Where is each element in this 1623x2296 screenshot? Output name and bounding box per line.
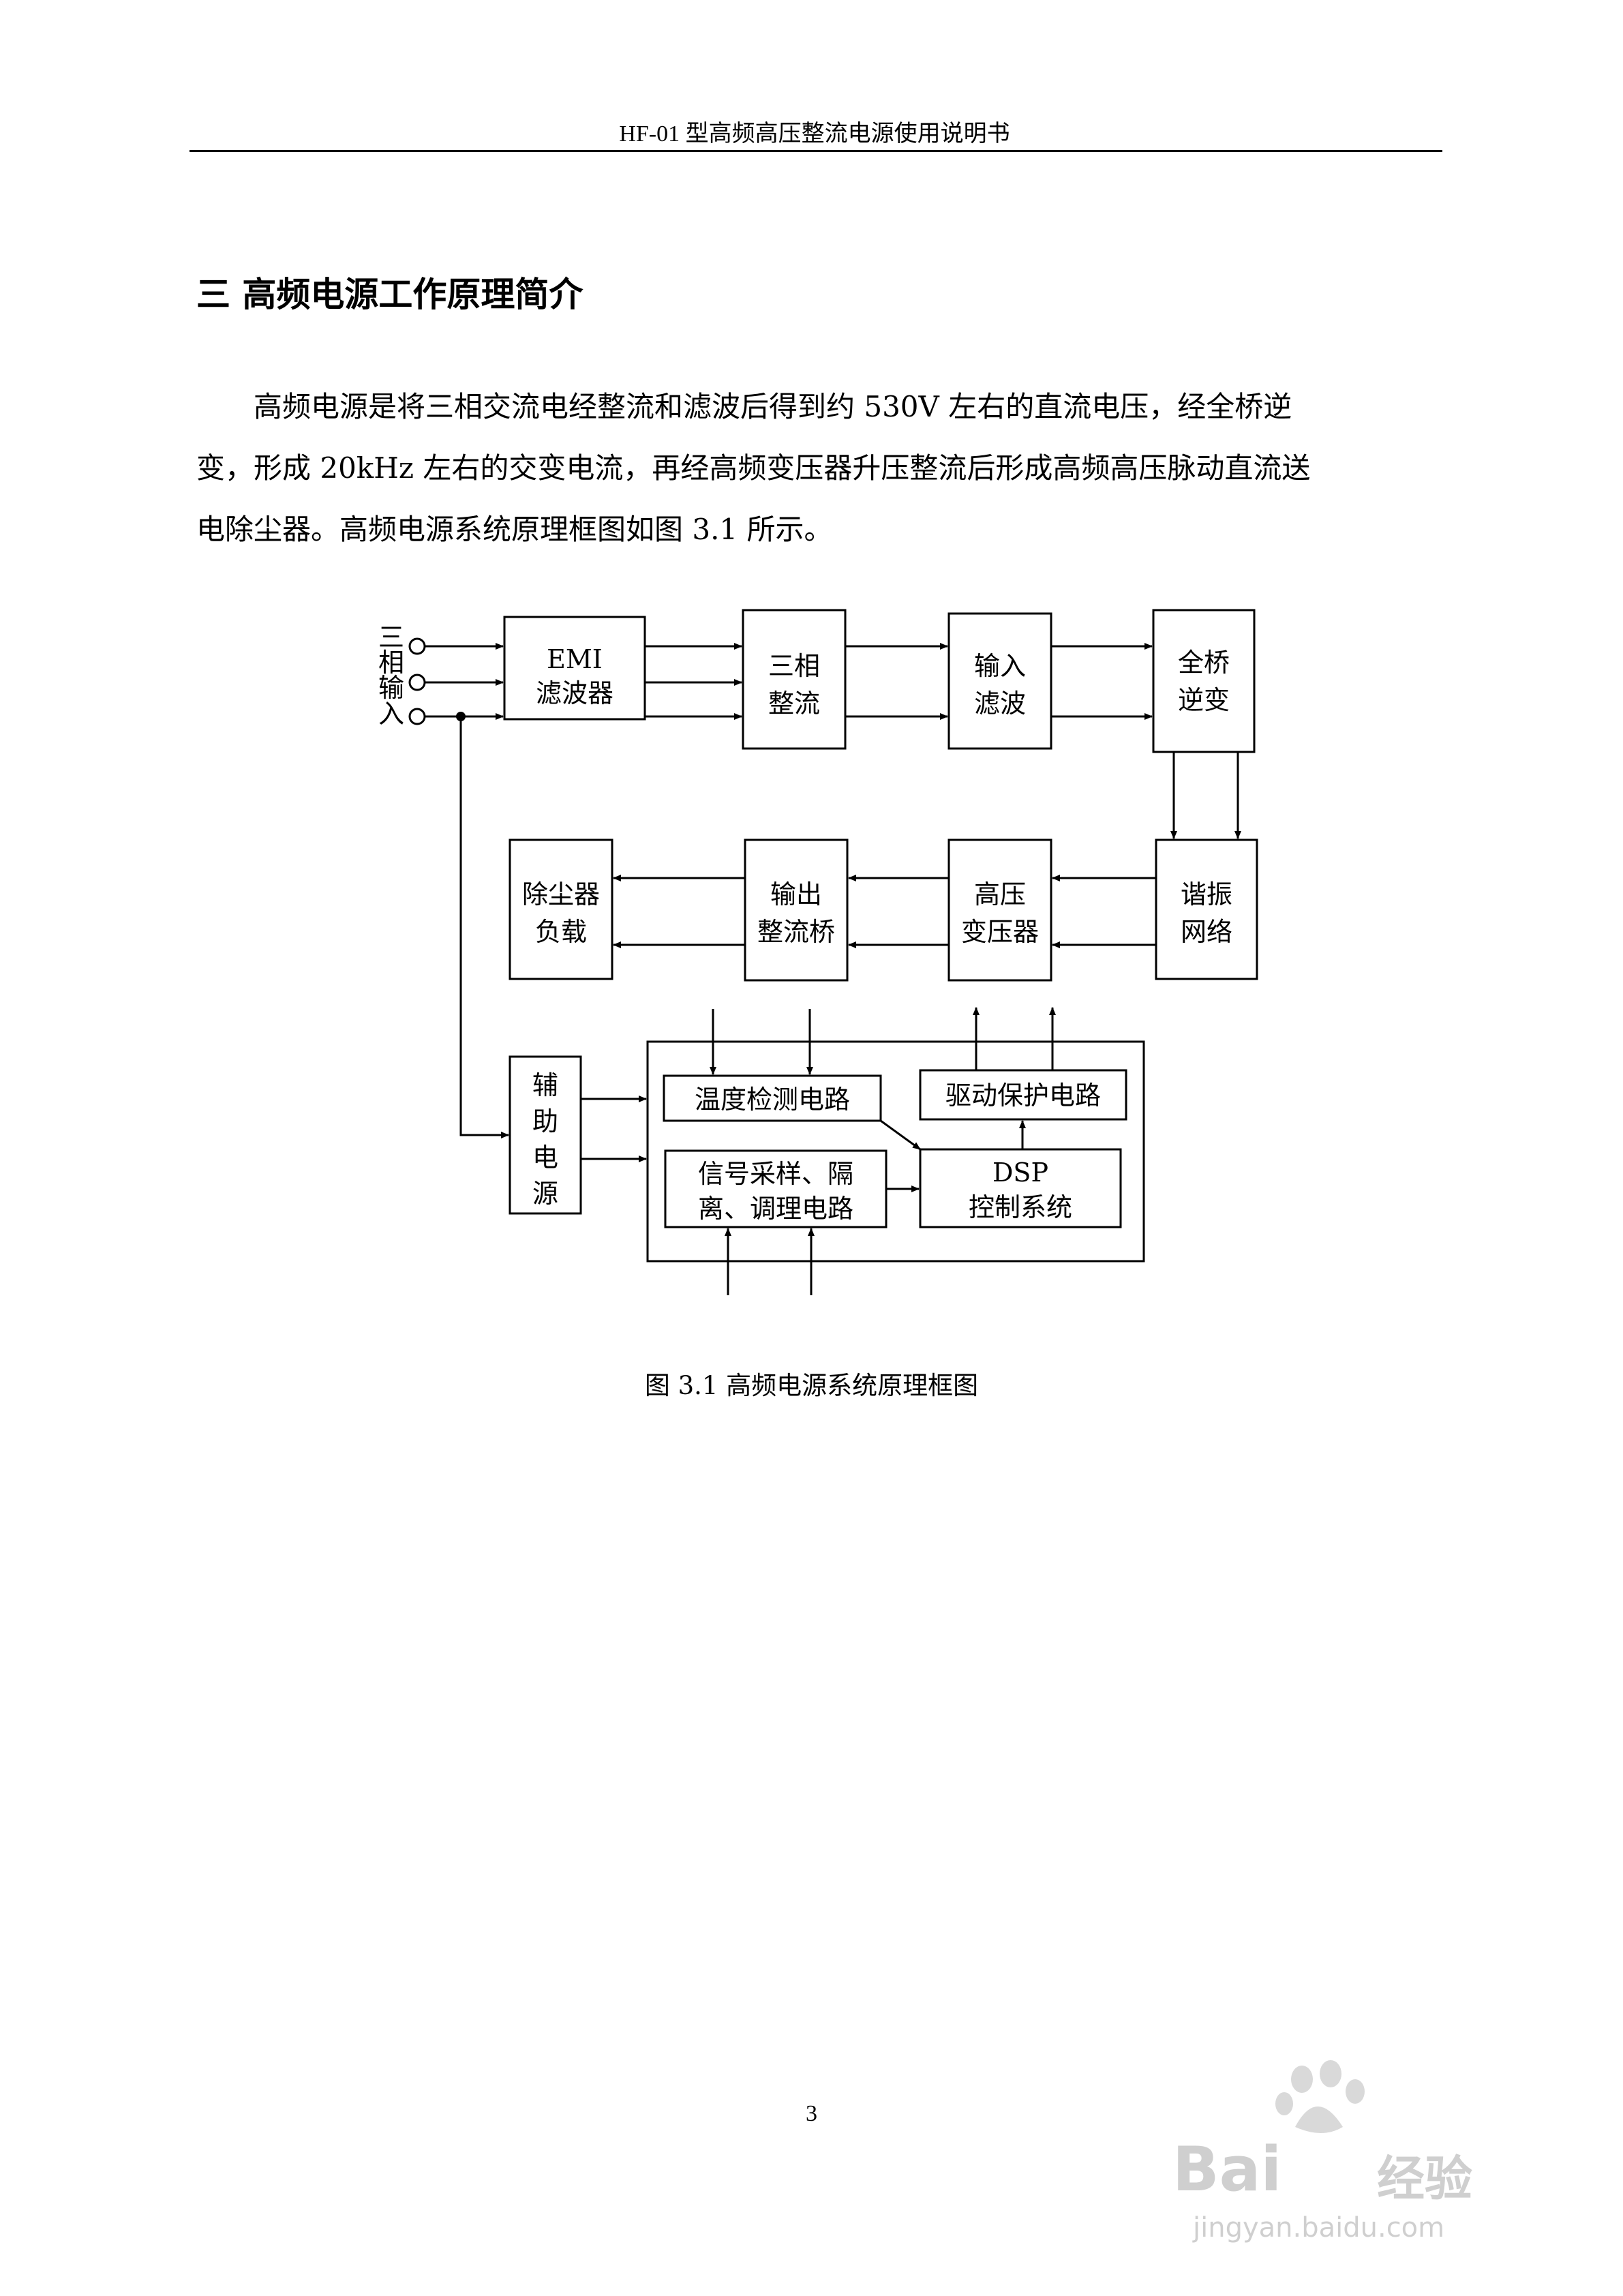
baidu-watermark: Bai 经验 jingyan.baidu.com: [1152, 2045, 1534, 2250]
input-filter-label-2: 滤波: [974, 689, 1026, 719]
precipitator-load-block: [509, 839, 613, 980]
load-label-2: 负载: [535, 917, 587, 947]
body-line-1: 高频电源是将三相交流电经整流和滤波后得到约 530V 左右的直流电压，经全桥逆: [254, 390, 1292, 423]
full-bridge-label-2: 逆变: [1178, 685, 1230, 715]
body-line-2: 变，形成 20kHz 左右的交变电流，再经高频变压器升压整流后形成高频高压脉动直…: [196, 451, 1311, 485]
input-terminal-3: [408, 708, 426, 725]
input-terminal-1: [408, 637, 426, 655]
resonant-label-1: 谐振: [1181, 879, 1232, 909]
page-number: 3: [806, 2101, 817, 2126]
dsp-label-2: 控制系统: [969, 1192, 1072, 1222]
input-label-4: 入: [378, 699, 404, 729]
body-paragraph: 高频电源是将三相交流电经整流和滤波后得到约 530V 左右的直流电压，经全桥逆 …: [196, 376, 1442, 560]
temp-detect-label: 温度检测电路: [695, 1085, 850, 1115]
input-filter-block: [947, 612, 1052, 750]
dsp-control-block: [919, 1148, 1122, 1228]
watermark-url: jingyan.baidu.com: [1193, 2212, 1445, 2244]
output-rect-label-2: 整流桥: [757, 917, 835, 947]
watermark-brand: Bai: [1172, 2134, 1282, 2205]
output-rectifier-block: [744, 839, 849, 982]
input-label-3: 输: [378, 673, 404, 703]
input-label-1: 三: [378, 622, 404, 652]
hv-transformer-label-1: 高压: [974, 879, 1026, 909]
resonant-label-2: 网络: [1181, 917, 1232, 947]
dsp-label-1: DSP: [992, 1158, 1048, 1188]
load-label-1: 除尘器: [522, 879, 600, 909]
resonant-network-block: [1155, 839, 1258, 980]
emi-filter-block: [503, 616, 646, 721]
emi-filter-label-2: 滤波器: [536, 678, 613, 708]
output-rect-label-1: 输出: [770, 879, 822, 909]
section-title: 三 高频电源工作原理简介: [196, 275, 583, 314]
aux-label-3: 电: [532, 1143, 558, 1173]
drive-protect-label: 驱动保护电路: [945, 1081, 1101, 1111]
aux-power-block: [509, 1055, 582, 1215]
paw-icon: [1275, 2060, 1365, 2133]
hv-transformer-block: [947, 839, 1052, 982]
page-header: HF-01 型高频高压整流电源使用说明书: [619, 121, 1010, 147]
input-filter-label-1: 输入: [974, 651, 1026, 681]
control-enclosure: [646, 1040, 1145, 1263]
emi-filter-label-1: EMI: [547, 644, 603, 674]
aux-label-4: 源: [532, 1179, 558, 1209]
input-label-2: 相: [378, 648, 404, 678]
header-rule: [189, 150, 1442, 152]
three-phase-label-1: 三相: [768, 651, 820, 681]
watermark-brand-2: 经验: [1377, 2151, 1472, 2207]
three-phase-rectifier-block: [742, 609, 847, 750]
signal-label-1: 信号采样、隔: [698, 1159, 853, 1189]
full-bridge-label-1: 全桥: [1178, 648, 1230, 678]
three-phase-label-2: 整流: [768, 689, 820, 719]
body-line-3: 电除尘器。高频电源系统原理框图如图 3.1 所示。: [196, 513, 833, 546]
hv-transformer-label-2: 变压器: [961, 917, 1039, 947]
figure-caption: 图 3.1 高频电源系统原理框图: [644, 1371, 979, 1400]
temp-detect-block: [663, 1074, 882, 1122]
input-terminal-2: [408, 674, 426, 691]
aux-label-1: 辅: [532, 1070, 558, 1100]
signal-label-2: 离、调理电路: [698, 1194, 853, 1224]
full-bridge-block: [1152, 609, 1256, 753]
drive-protect-block: [919, 1069, 1127, 1121]
aux-label-2: 助: [532, 1106, 558, 1136]
